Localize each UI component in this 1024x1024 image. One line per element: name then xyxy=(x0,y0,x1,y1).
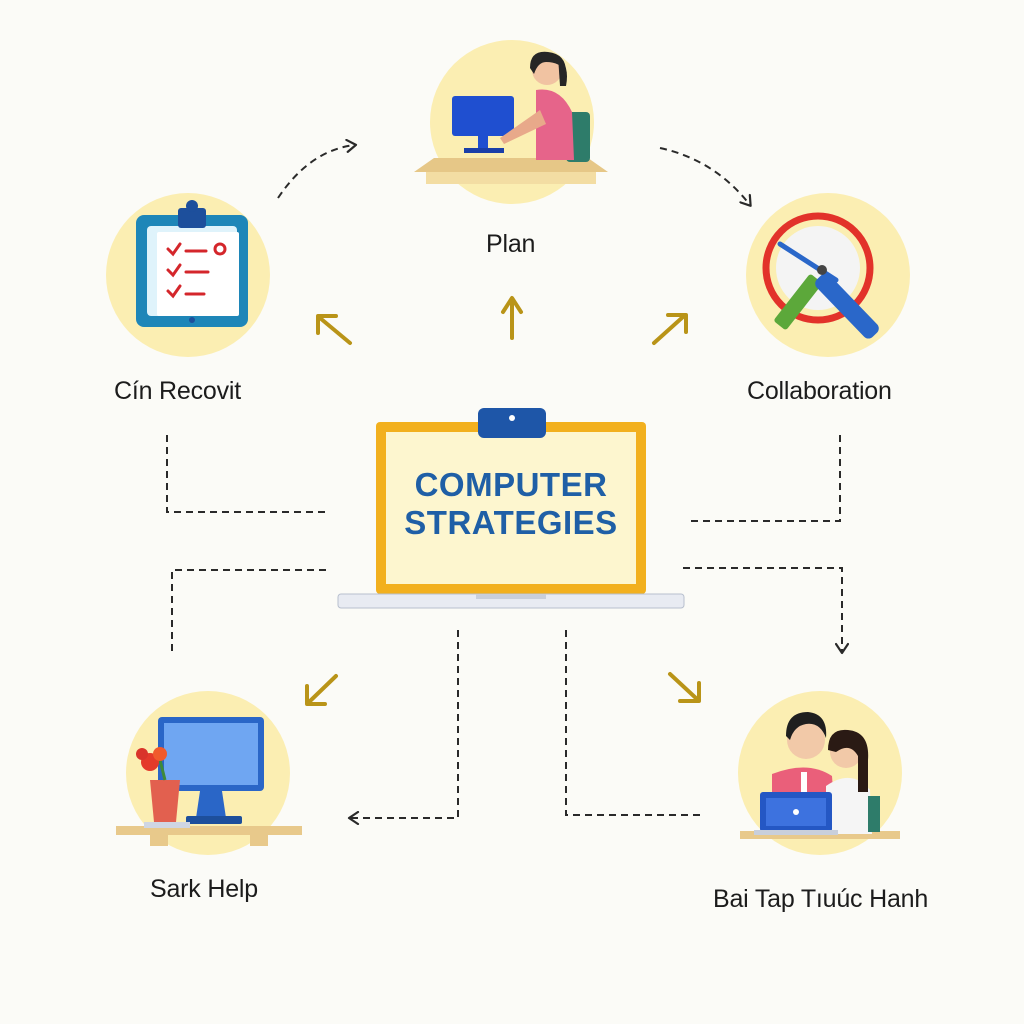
connector-left-recover xyxy=(166,435,326,513)
person-at-computer-icon xyxy=(414,51,608,184)
clipboard-checklist-icon xyxy=(136,200,248,327)
node-label-desk-help: Sark Help xyxy=(150,875,258,903)
center-title-line-2: STRATEGIES xyxy=(404,504,618,541)
webcam-dot xyxy=(509,415,515,421)
gold-arrow-up-right xyxy=(652,313,688,345)
node-desk xyxy=(116,691,302,855)
laptop-screen xyxy=(386,432,636,584)
magnifier-tool-icon xyxy=(762,212,879,339)
connector-right-collab xyxy=(688,435,841,522)
node-practice xyxy=(738,691,902,855)
node-label-collaboration: Collaboration xyxy=(747,377,892,405)
gold-arrow-down-left xyxy=(305,674,338,706)
node-recover xyxy=(106,193,270,357)
connector-top-left xyxy=(277,145,355,199)
center-laptop xyxy=(337,408,685,609)
center-title-line-1: COMPUTER xyxy=(414,466,608,503)
connector-left-down xyxy=(171,569,326,652)
node-label-practice: Bai Tap Tıuúc Hanh xyxy=(713,885,929,913)
connector-top-right xyxy=(659,147,750,205)
connector-bottom-right xyxy=(565,630,700,816)
gold-arrows xyxy=(305,296,701,706)
gold-arrow-up xyxy=(501,296,523,340)
laptop-notch xyxy=(476,594,546,599)
two-people-laptop-icon xyxy=(740,712,900,839)
connector-lines xyxy=(166,145,842,818)
node-collab xyxy=(746,193,910,357)
gold-arrow-up-left xyxy=(316,314,352,345)
node-label-recover: Cín Recovit xyxy=(114,377,242,405)
desk-monitor-icon xyxy=(116,717,302,846)
node-label-plan: Plan xyxy=(486,230,536,258)
node-plan xyxy=(414,40,608,204)
connector-right-down xyxy=(683,567,842,652)
connector-bottom-left xyxy=(350,630,459,818)
webcam-bar xyxy=(478,408,546,438)
gold-arrow-down-right xyxy=(668,672,701,703)
